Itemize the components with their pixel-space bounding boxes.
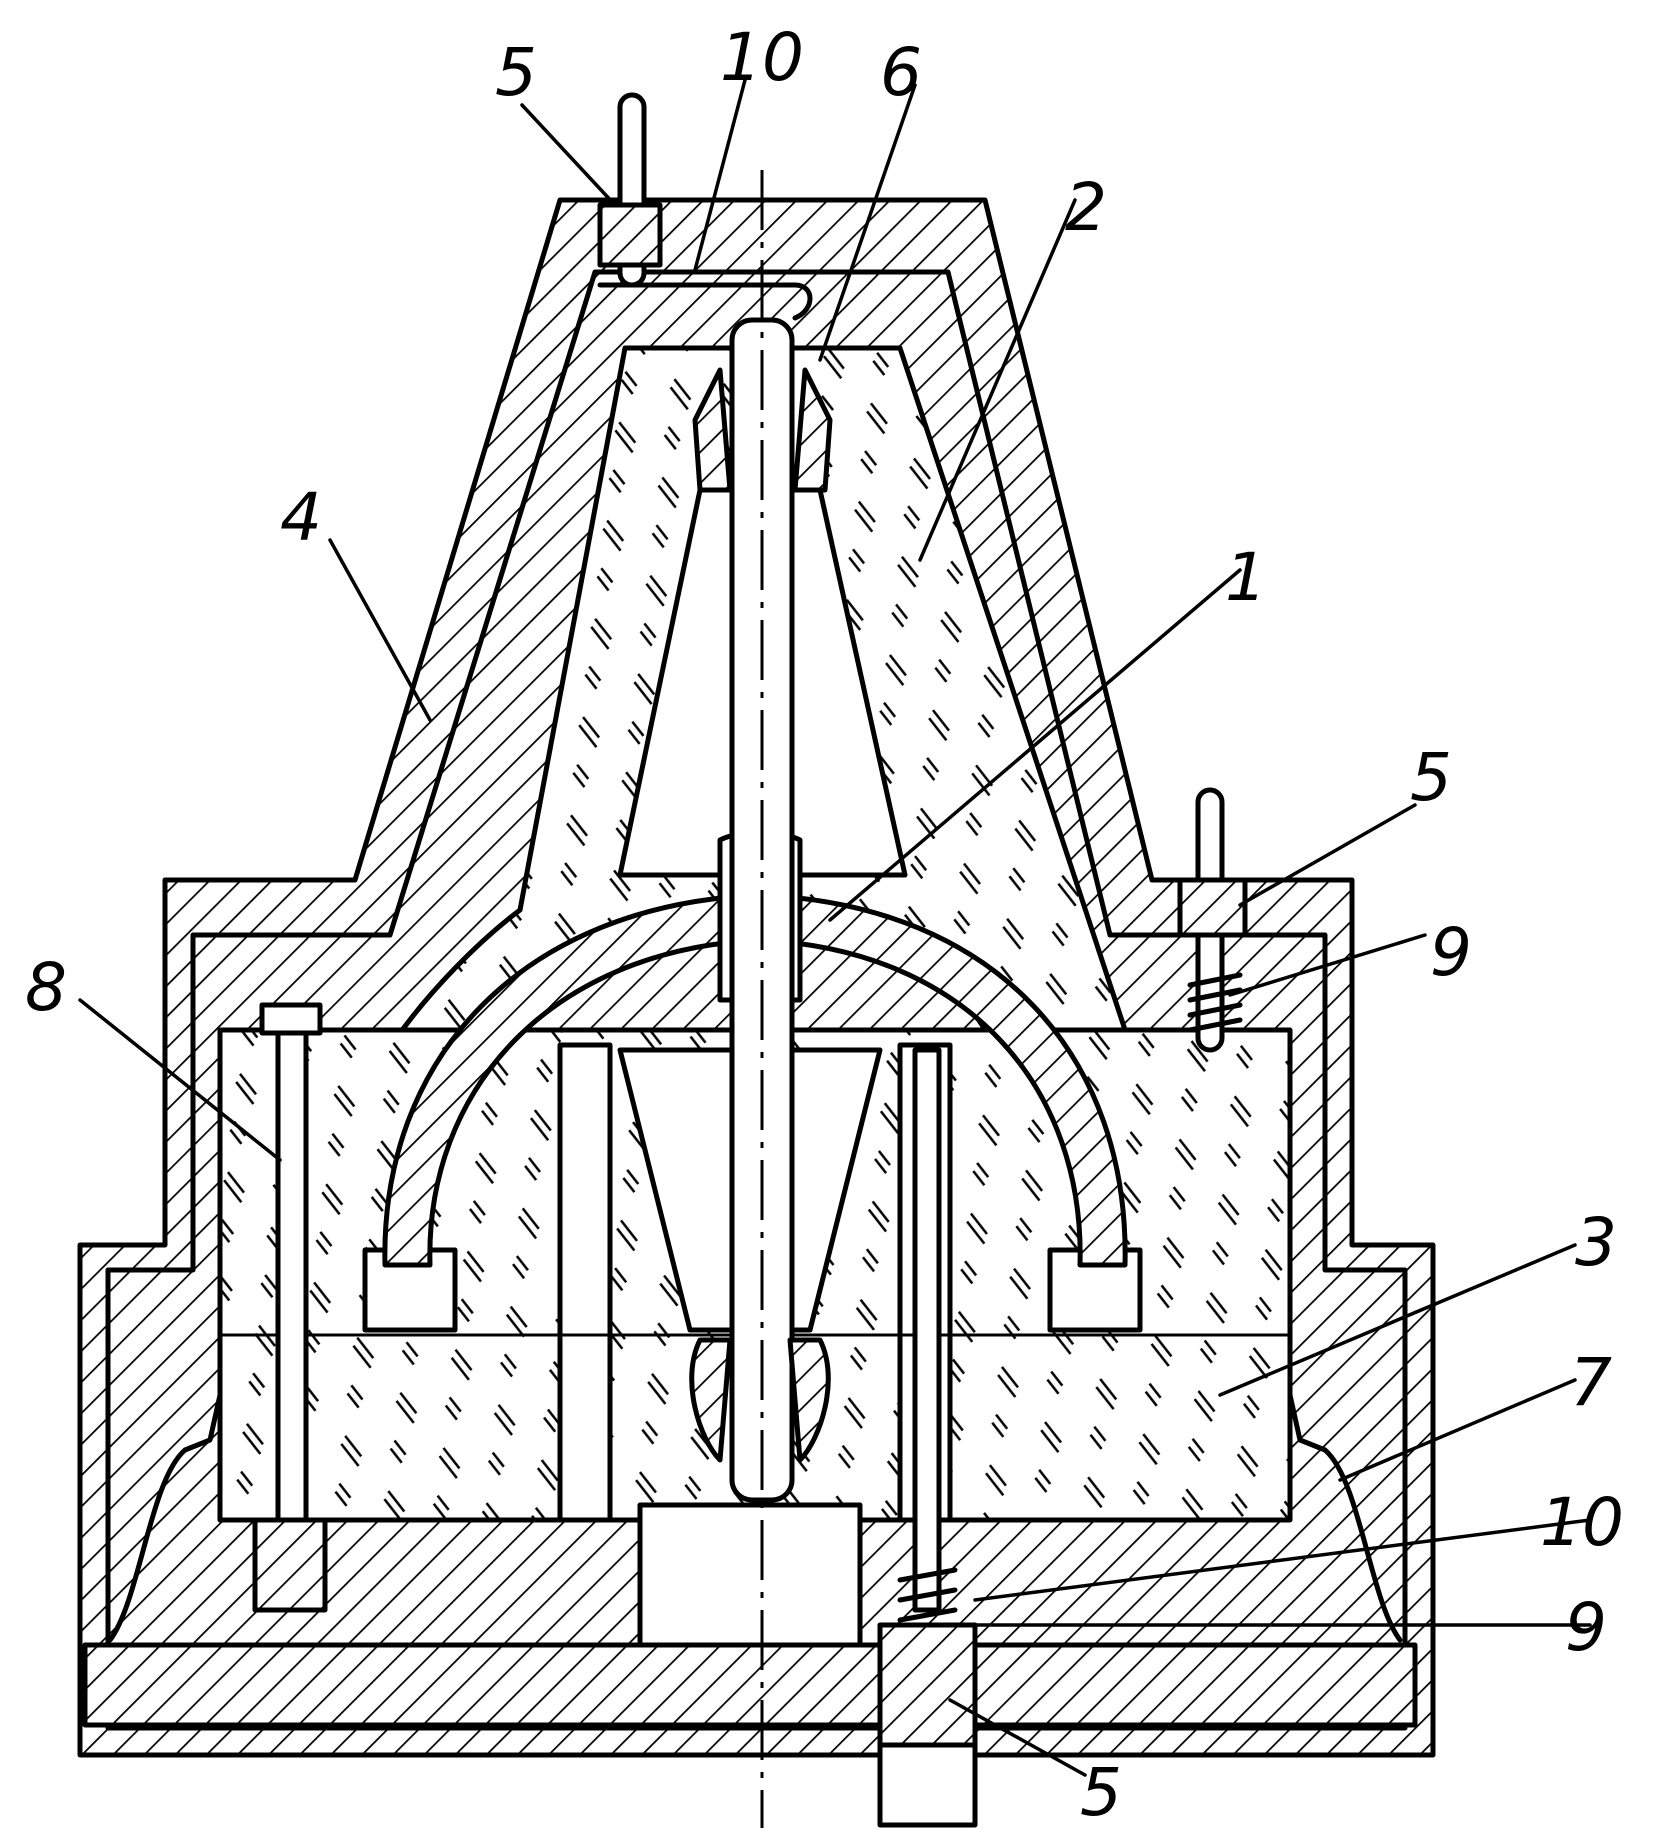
label-8: 8 [25, 949, 67, 1026]
label-3: 3 [1575, 1204, 1617, 1281]
label-top-left-5: 5 [495, 34, 537, 111]
label-bottom-5: 5 [1080, 1754, 1122, 1829]
label-bottom-10: 10 [1540, 1484, 1624, 1561]
label-2: 2 [1065, 169, 1107, 246]
label-right-9: 9 [1430, 914, 1472, 991]
label-right-5: 5 [1410, 739, 1452, 816]
base-plate [85, 1645, 1415, 1725]
label-1: 1 [1225, 539, 1267, 616]
label-4: 4 [280, 479, 322, 556]
label-top-6: 6 [880, 34, 922, 111]
label-top-10: 10 [720, 19, 804, 96]
label-7: 7 [1570, 1344, 1612, 1421]
label-bottom-9: 9 [1565, 1589, 1607, 1666]
